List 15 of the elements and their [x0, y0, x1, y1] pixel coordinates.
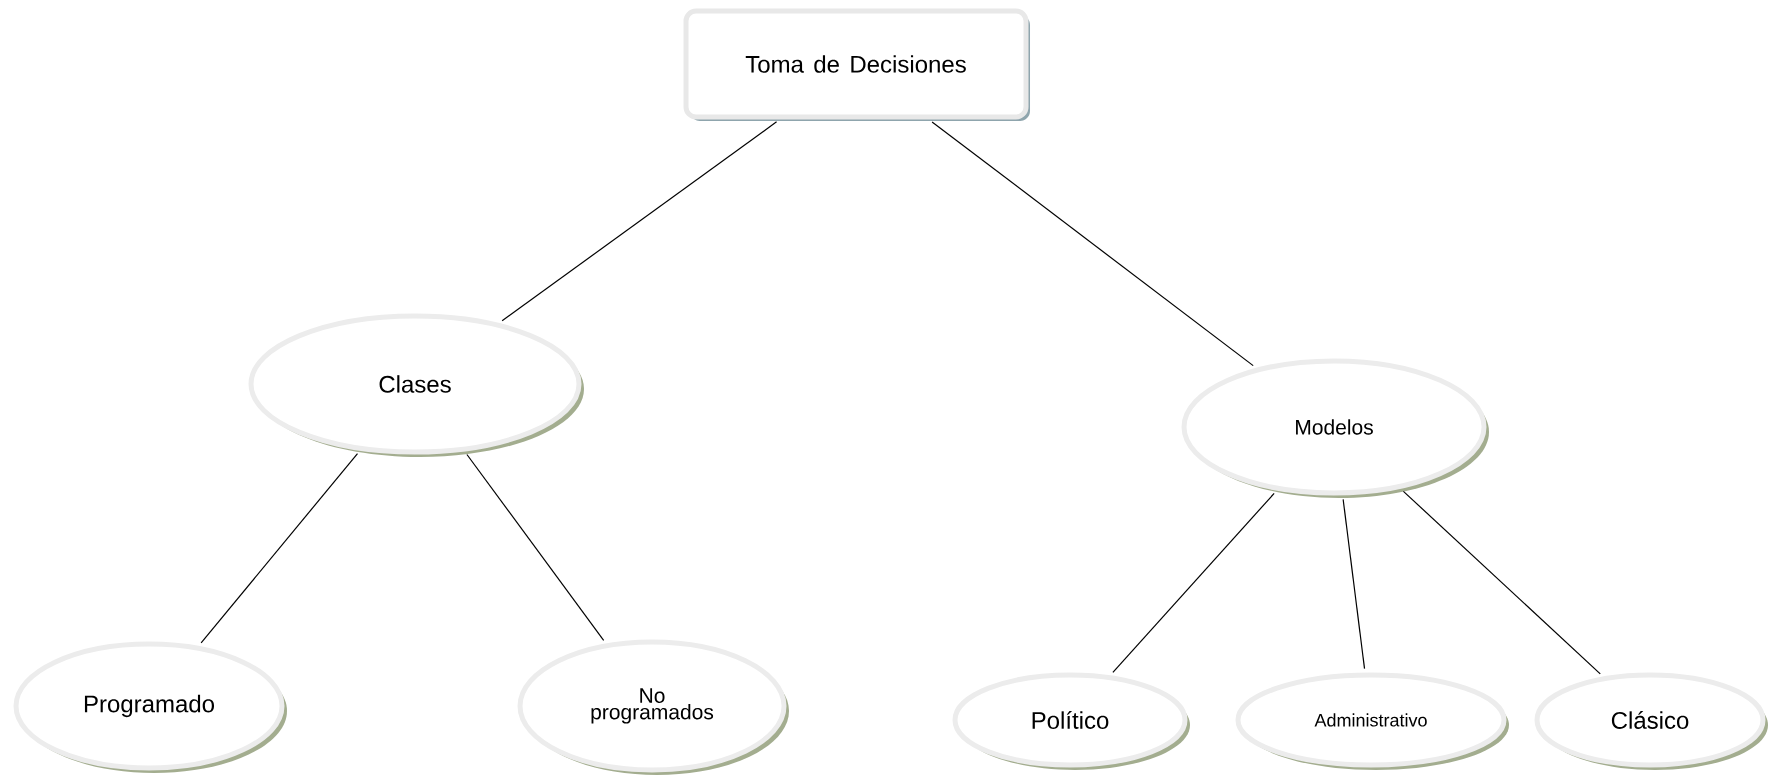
connector-line	[466, 453, 605, 641]
ellipse-node: No programados	[517, 639, 789, 775]
ellipse-node: Programado	[13, 641, 287, 773]
ellipse-node: Clases	[248, 313, 584, 457]
ellipse-node: Clásico	[1534, 672, 1768, 770]
connector-line	[200, 453, 359, 644]
ellipse-node: Modelos	[1181, 358, 1489, 498]
connector-line	[1112, 492, 1275, 673]
connector-line	[1402, 490, 1601, 675]
ellipse-node: Político	[952, 672, 1190, 770]
connector-line	[1342, 498, 1366, 670]
connector-line	[501, 121, 778, 322]
title-box: Toma de Decisiones	[683, 8, 1030, 121]
connector-line	[931, 121, 1254, 367]
ellipse-node: Administrativo	[1235, 672, 1509, 770]
